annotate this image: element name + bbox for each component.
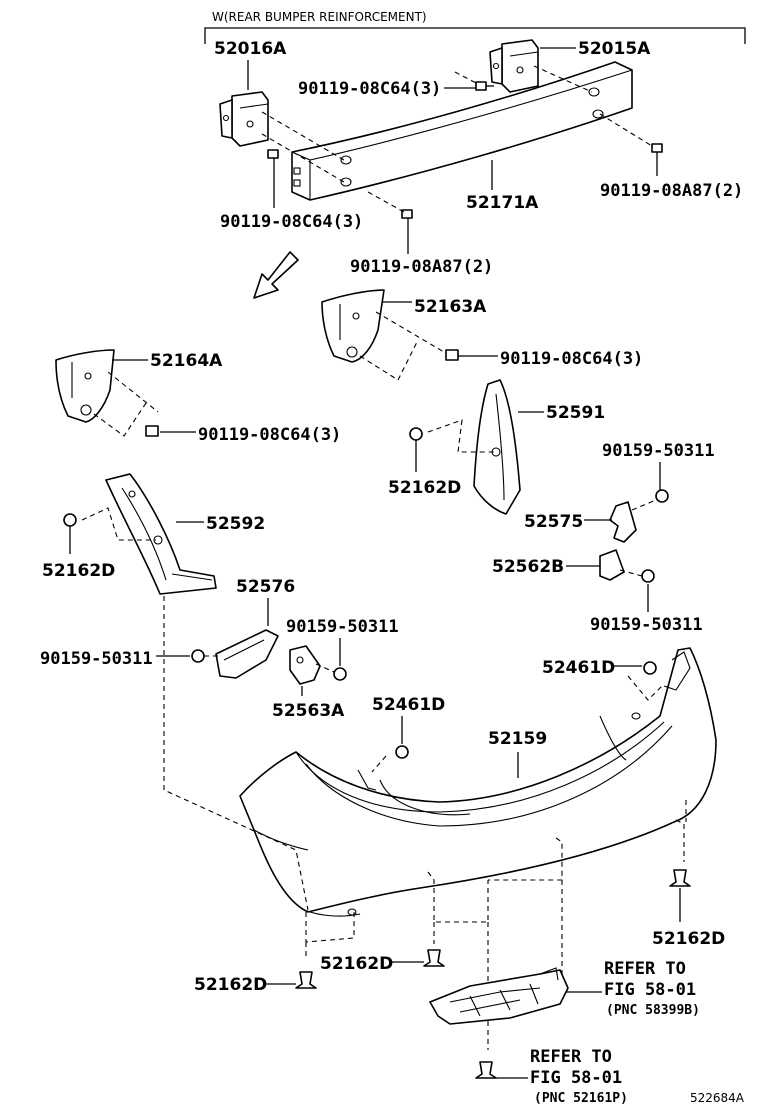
label-52162d-a: 52162D [388,478,461,498]
label-52162d-e: 52162D [652,929,725,949]
label-52162d-b: 52162D [42,561,115,581]
label-52592: 52592 [206,514,265,534]
label-52576: 52576 [236,577,295,597]
reinforcement-beam[interactable] [291,61,633,201]
ref2-line1[interactable]: REFER TO [530,1047,612,1067]
label-52016a: 52016A [214,39,287,59]
direction-arrow-icon [253,251,299,299]
ref1-line1[interactable]: REFER TO [604,959,686,979]
label-52164a: 52164A [150,351,223,371]
label-fastener-f6: 90119-08C64(3) [198,425,341,445]
label-fastener-f1: 90119-08C64(3) [298,79,441,99]
label-fastener-f5: 90119-08C64(3) [500,349,643,369]
bracket-52591[interactable] [409,379,521,515]
label-fastener-f10: 90159-50311 [286,617,399,637]
label-fastener-f8: 90159-50311 [590,615,703,635]
reinforcement-group-bracket: W(REAR BUMPER REINFORCEMENT) [204,10,746,44]
clip-52461d-mid[interactable] [395,745,409,759]
bracket-52163a[interactable] [321,289,459,381]
ref1-line3: (PNC 58399B) [606,1003,700,1018]
label-fastener-f3: 90119-08A87(2) [600,181,743,201]
label-fastener-f2: 90119-08C64(3) [220,212,363,232]
ref2-line2[interactable]: FIG 58-01 [530,1068,622,1088]
bracket-52015a[interactable] [489,39,593,93]
label-fastener-f4: 90119-08A87(2) [350,257,493,277]
diagram-id: 522684A [690,1091,745,1105]
label-52575: 52575 [524,512,583,532]
label-52171a: 52171A [466,193,539,213]
bracket-52592[interactable] [63,473,217,595]
bumper-cover-52159[interactable] [239,647,717,917]
bracket-52576[interactable] [191,629,279,679]
label-52563a: 52563A [272,701,345,721]
ref2-line3: (PNC 52161P) [534,1091,628,1106]
label-52015a: 52015A [578,39,651,59]
bracket-52016a[interactable] [219,91,345,183]
label-fastener-f7: 90159-50311 [602,441,715,461]
label-52591: 52591 [546,403,605,423]
label-52461d-top: 52461D [542,658,615,678]
clip-52563a[interactable] [289,645,347,685]
label-fastener-f9: 90159-50311 [40,649,153,669]
clip-icon [295,869,691,1079]
bracket-52164a[interactable] [55,349,159,437]
label-52162d-d: 52162D [194,975,267,995]
ref1-line2[interactable]: FIG 58-01 [604,980,696,1000]
label-52461d-mid: 52461D [372,695,445,715]
clip-52562b[interactable] [599,549,655,583]
label-52163a: 52163A [414,297,487,317]
clip-52461d-top[interactable] [643,661,657,675]
label-52162d-c: 52162D [320,954,393,974]
undercover-panel[interactable] [429,967,569,1025]
clip-52575[interactable] [609,489,669,543]
label-52159: 52159 [488,729,547,749]
group-label: W(REAR BUMPER REINFORCEMENT) [212,10,427,24]
label-52562b: 52562B [492,557,564,577]
